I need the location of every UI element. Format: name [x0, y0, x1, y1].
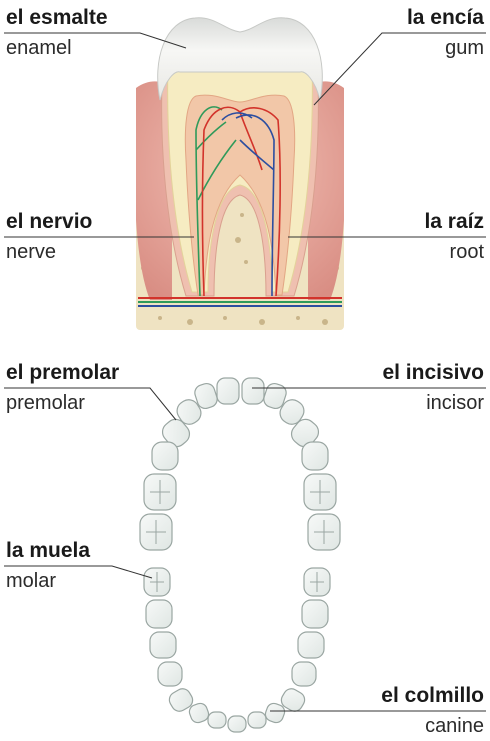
label-molar: la muela molar — [6, 539, 90, 593]
enamel-spanish-label: el esmalte — [6, 6, 108, 30]
premolar-english-label: premolar — [6, 391, 119, 415]
incisor-english-label: incisor — [382, 391, 484, 415]
dental-arch — [140, 378, 340, 732]
canine-english-label: canine — [381, 714, 484, 738]
label-canine: el colmillo canine — [381, 684, 484, 738]
tooth-cross-section — [136, 18, 344, 330]
label-gum: la encía gum — [407, 6, 484, 60]
root-spanish-label: la raíz — [424, 210, 484, 234]
nerve-english-label: nerve — [6, 240, 92, 264]
canine-spanish-label: el colmillo — [381, 684, 484, 708]
molar-spanish-label: la muela — [6, 539, 90, 563]
label-incisor: el incisivo incisor — [382, 361, 484, 415]
root-english-label: root — [424, 240, 484, 264]
label-nerve: el nervio nerve — [6, 210, 92, 264]
nerve-spanish-label: el nervio — [6, 210, 92, 234]
gum-english-label: gum — [407, 36, 484, 60]
premolar-spanish-label: el premolar — [6, 361, 119, 385]
enamel-english-label: enamel — [6, 36, 108, 60]
gum-spanish-label: la encía — [407, 6, 484, 30]
molar-english-label: molar — [6, 569, 90, 593]
label-enamel: el esmalte enamel — [6, 6, 108, 60]
label-premolar: el premolar premolar — [6, 361, 119, 415]
label-root: la raíz root — [424, 210, 484, 264]
incisor-spanish-label: el incisivo — [382, 361, 484, 385]
